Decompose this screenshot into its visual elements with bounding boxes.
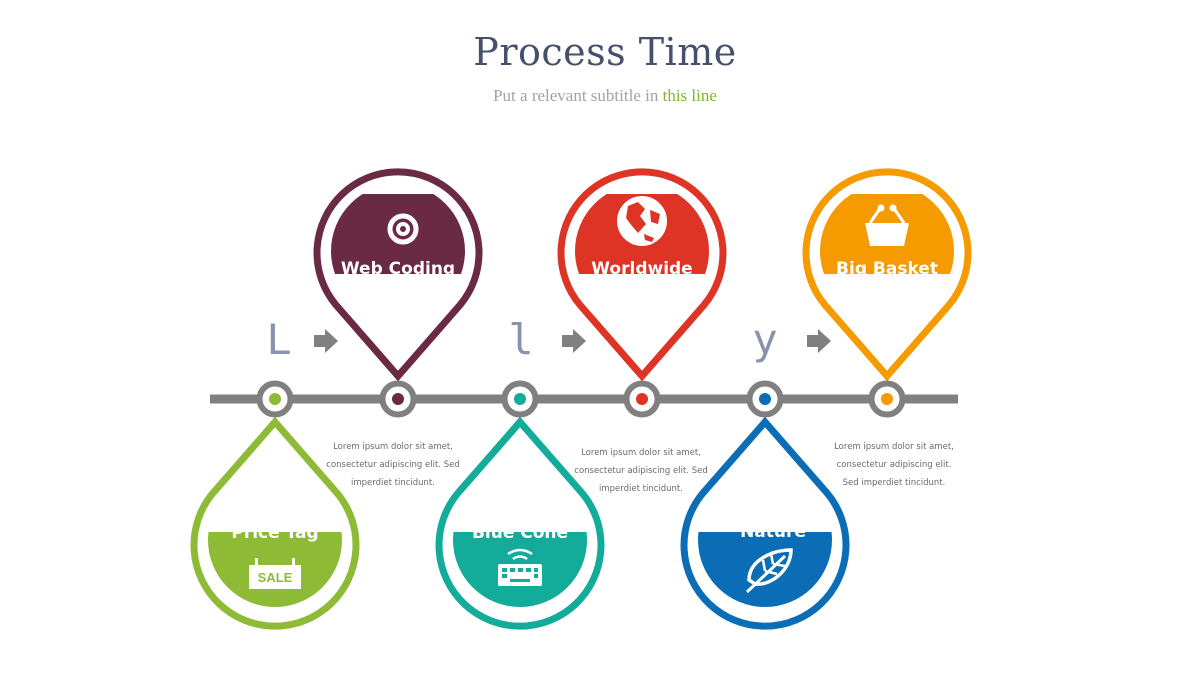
description-line: Lorem ipsum dolor sit amet, xyxy=(333,442,453,452)
description-line: Lorem ipsum dolor sit amet, xyxy=(834,442,954,452)
pin-worldwide: Worldwide xyxy=(561,172,723,376)
pin-label-worldwide: Worldwide xyxy=(591,259,692,279)
leaf-icon xyxy=(745,548,793,594)
sale-sign-icon: SALE xyxy=(249,558,301,589)
timeline-node-6 xyxy=(868,380,906,418)
drop-label-blue-cone: Blue Cone xyxy=(472,523,568,543)
drop-nature: Nature xyxy=(684,422,846,626)
drop-price-tag: Price Tag SALE xyxy=(194,422,356,626)
description-line: consectetur adipiscing elit. Sed xyxy=(326,460,460,470)
basket-icon xyxy=(865,204,909,246)
arrow-right-icon xyxy=(314,329,338,353)
drop-label-price-tag: Price Tag xyxy=(231,523,318,543)
letter-l-lower: l xyxy=(508,315,533,364)
timeline-node-5 xyxy=(746,380,784,418)
description-line: Lorem ipsum dolor sit amet, xyxy=(581,448,701,458)
keyboard-wifi-icon xyxy=(498,548,542,586)
description-3: Lorem ipsum dolor sit amet, consectetur … xyxy=(789,438,999,492)
page-title: Process Time xyxy=(473,30,737,74)
timeline-node-4 xyxy=(623,380,661,418)
description-line: consectetur adipiscing elit. Sed xyxy=(574,466,708,476)
timeline-node-3 xyxy=(501,380,539,418)
description-line: imperdiet tincidunt. xyxy=(599,484,683,494)
arrow-right-icon xyxy=(562,329,586,353)
letter-y: y xyxy=(752,315,777,364)
pin-web-coding: Web Coding xyxy=(317,172,479,376)
arrow-right-icon xyxy=(807,329,831,353)
pin-label-web-coding: Web Coding xyxy=(341,259,455,279)
description-1: Lorem ipsum dolor sit amet, consectetur … xyxy=(288,438,498,492)
description-line: Sed imperdiet tincidunt. xyxy=(842,478,946,488)
letter-l-upper: L xyxy=(266,315,291,364)
pin-big-basket: Big Basket xyxy=(806,172,968,376)
description-line: imperdiet tincidunt. xyxy=(351,478,435,488)
description-line: consectetur adipiscing elit. xyxy=(836,460,952,470)
pin-label-big-basket: Big Basket xyxy=(836,259,938,279)
sale-sign-text: SALE xyxy=(258,570,293,585)
at-sign-icon xyxy=(387,213,419,245)
page-subtitle: Put a relevant subtitle in this line xyxy=(0,86,1200,106)
description-2: Lorem ipsum dolor sit amet, consectetur … xyxy=(536,444,746,498)
timeline-node-1 xyxy=(256,380,294,418)
globe-icon xyxy=(617,196,667,246)
drop-label-nature: Nature xyxy=(740,522,806,542)
drop-blue-cone: Blue Cone xyxy=(439,422,601,626)
timeline-node-2 xyxy=(379,380,417,418)
subtitle-text: Put a relevant subtitle in xyxy=(493,86,663,105)
subtitle-highlight: this line xyxy=(662,86,717,105)
